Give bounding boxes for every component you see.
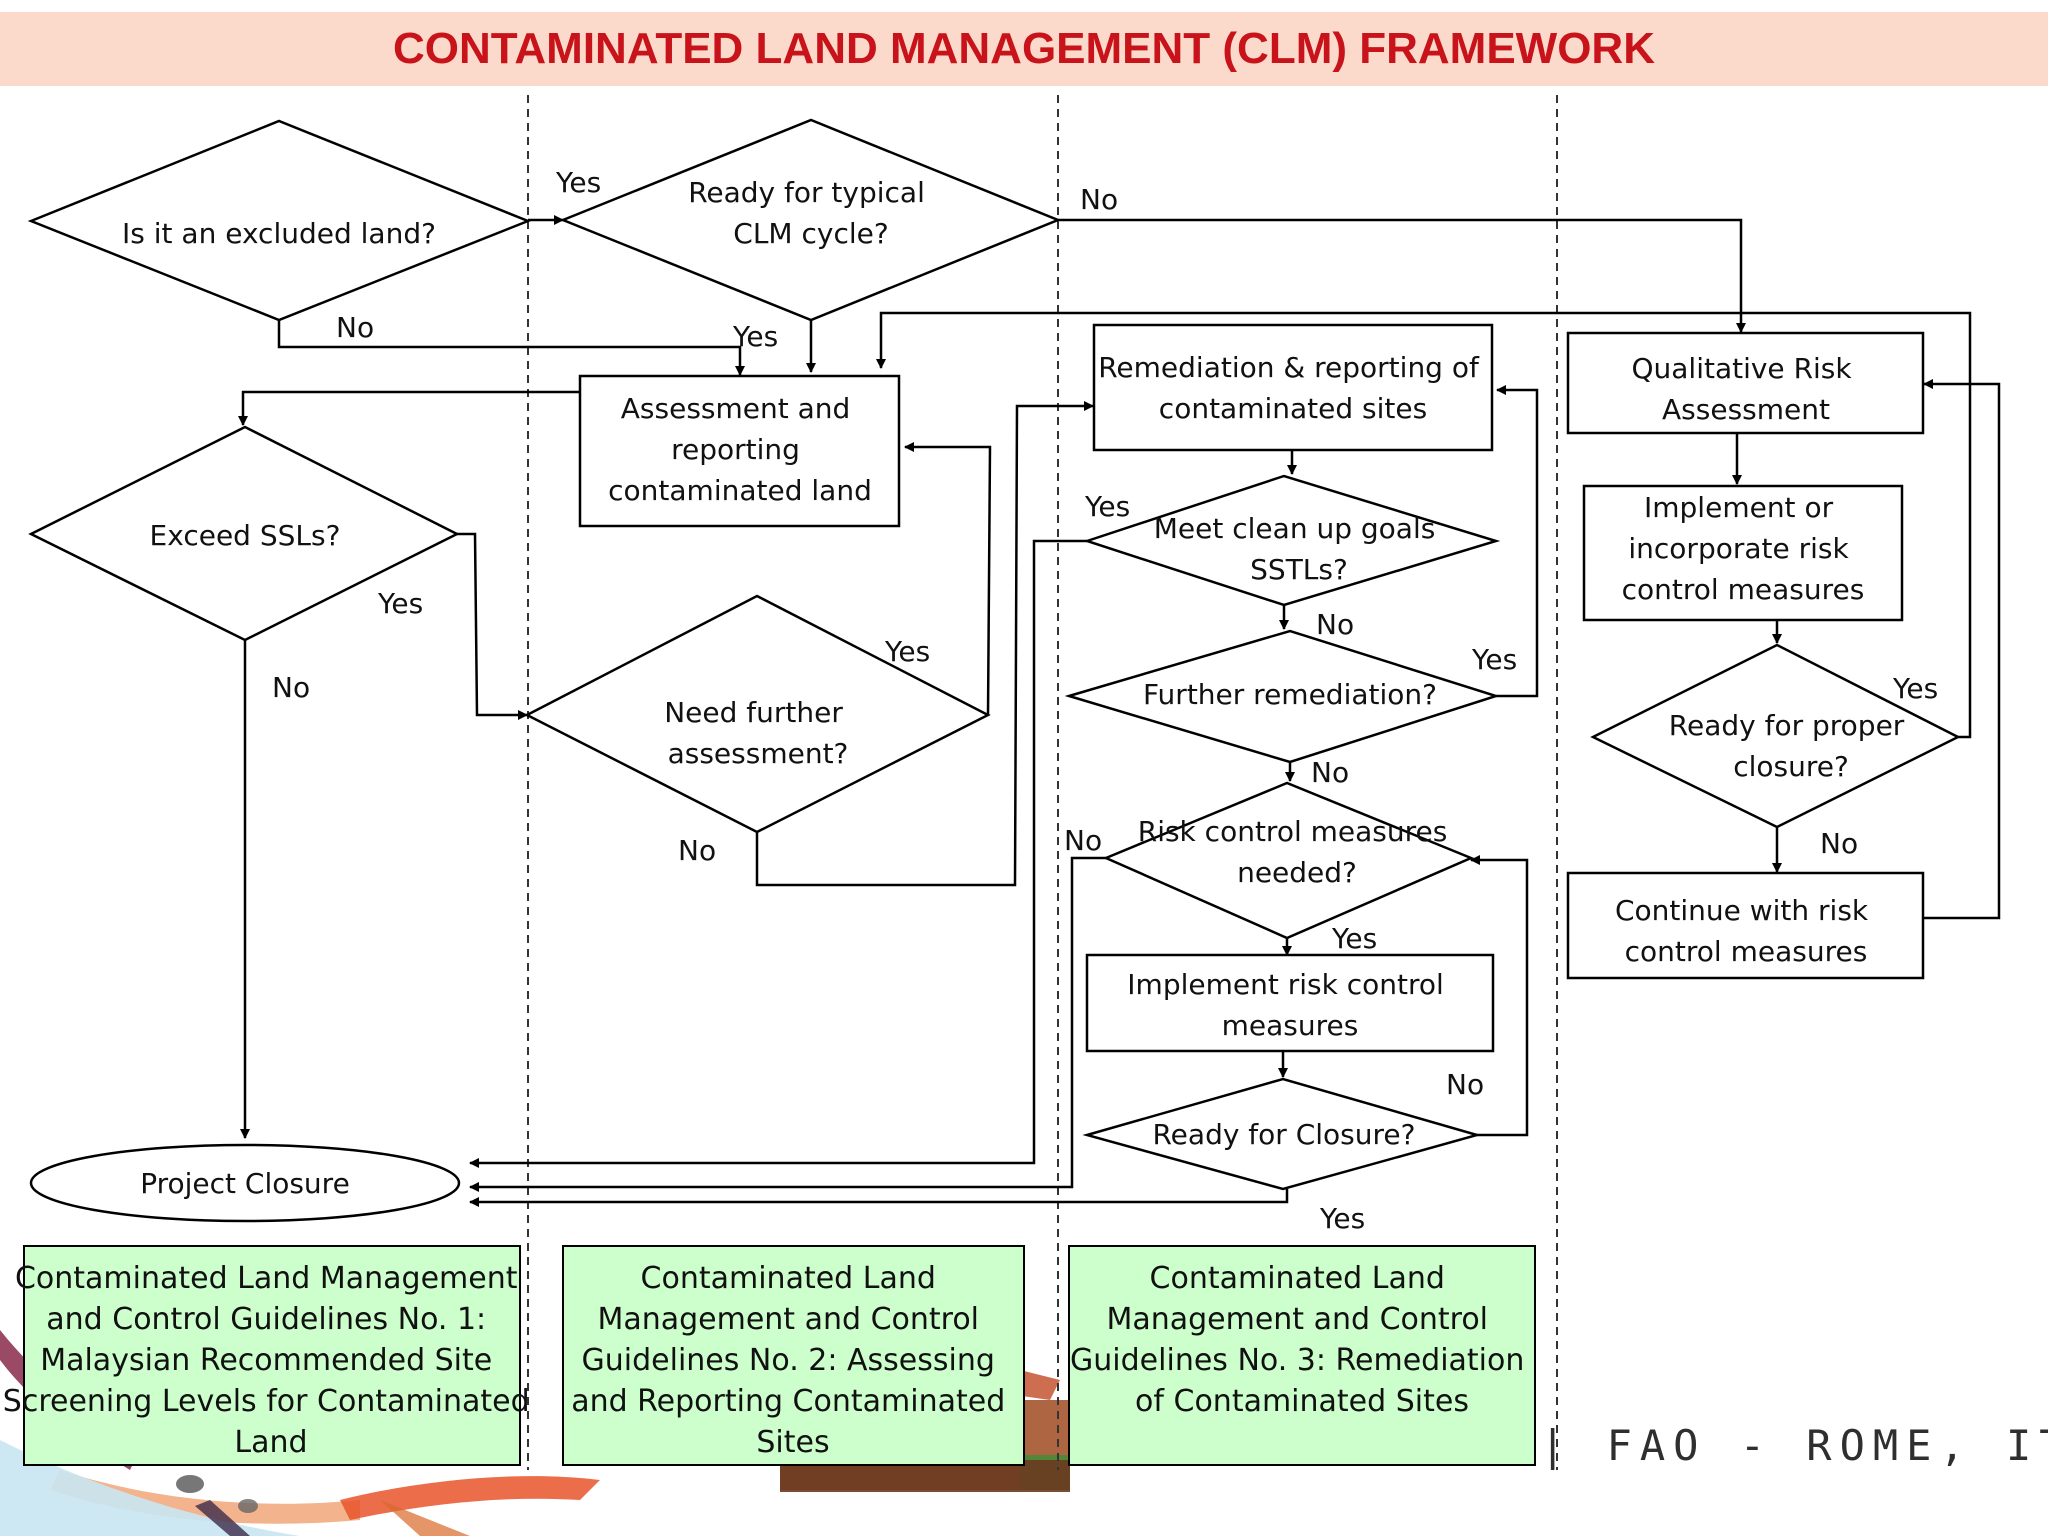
label-exceed-no: No (272, 671, 310, 704)
decision-excluded-land (27, 119, 532, 322)
footer-location: | FAO - ROME, ITALY (1540, 1421, 2048, 1470)
label-meet-no: No (1316, 608, 1354, 641)
guideline-text-1: Contaminated Land Management and Control… (3, 1261, 539, 1460)
text-meet-cleanup-goals: Meet clean up goals SSTLs? (1154, 512, 1444, 586)
decision-need-further-assessment (524, 594, 991, 834)
label-need-further-no: No (678, 834, 716, 867)
page-title: CONTAMINATED LAND MANAGEMENT (CLM) FRAME… (393, 24, 1655, 73)
process-remediation (1092, 323, 1494, 452)
label-proper-yes: Yes (1892, 672, 1938, 705)
process-implement-risk-control (1085, 953, 1495, 1053)
node-texts: Is it an excluded land? Ready for typica… (122, 176, 1913, 1200)
label-further-rem-yes: Yes (1471, 643, 1517, 676)
text-remediation: Remediation & reporting of contaminated … (1098, 351, 1488, 425)
guideline-text-3: Contaminated Land Management and Control… (1070, 1261, 1534, 1419)
edge-further-rem-yes (1496, 385, 1539, 698)
process-implement-incorporate (1582, 484, 1904, 622)
text-assessment: Assessment and reporting contaminated la… (608, 392, 872, 507)
edge-need-further-yes (904, 442, 992, 716)
text-qualitative-risk-assessment: Qualitative Risk Assessment (1631, 352, 1860, 426)
text-implement-risk-control: Implement risk control measures (1127, 968, 1452, 1042)
text-project-closure: Project Closure (140, 1167, 350, 1200)
edge-continue-qualitative (1923, 379, 2001, 920)
edge-proper-yes (876, 311, 1972, 739)
text-ready-proper-closure: Ready for proper closure? (1669, 709, 1913, 783)
label-risk-no: No (1064, 824, 1102, 857)
text-ready-typical-cycle: Ready for typical CLM cycle? (688, 176, 934, 250)
label-excluded-no: No (336, 311, 374, 344)
label-further-rem-no: No (1311, 756, 1349, 789)
decision-ready-proper-closure (1590, 643, 1961, 829)
text-ready-closure: Ready for Closure? (1152, 1118, 1415, 1151)
edge-meet-yes (469, 539, 1087, 1168)
label-risk-yes: Yes (1331, 922, 1377, 955)
edge-risk-no (469, 856, 1106, 1192)
connectors (238, 215, 2001, 1207)
decision-further-remediation (1064, 629, 1501, 764)
terminal-project-closure (29, 1143, 461, 1223)
label-typical-no: No (1080, 183, 1118, 216)
text-implement-incorporate: Implement or incorporate risk control me… (1622, 491, 1865, 606)
decision-ready-closure (1082, 1077, 1482, 1191)
guideline-box-3 (1068, 1245, 1536, 1466)
edge-need-further-no (755, 401, 1094, 887)
text-continue-risk-control: Continue with risk control measures (1615, 894, 1877, 968)
text-risk-control-needed: Risk control measures needed? (1138, 815, 1457, 889)
text-exceed-ssls: Exceed SSLs? (150, 519, 341, 552)
text-further-remediation: Further remediation? (1143, 678, 1437, 711)
label-proper-no: No (1820, 827, 1858, 860)
label-meet-yes: Yes (1084, 490, 1130, 523)
decision-ready-typical-cycle (559, 118, 1062, 322)
guideline-box-1 (23, 1245, 521, 1466)
title-bar: CONTAMINATED LAND MANAGEMENT (CLM) FRAME… (0, 12, 2048, 86)
label-closure-yes: Yes (1319, 1202, 1365, 1235)
decision-risk-control-needed (1102, 781, 1475, 940)
decision-meet-cleanup-goals (1082, 474, 1501, 607)
shapes (27, 118, 1961, 1223)
edge-closure-yes (469, 1189, 1289, 1207)
process-assessment (578, 374, 901, 528)
label-exceed-yes: Yes (377, 587, 423, 620)
guideline-boxes: Contaminated Land Management and Control… (3, 1245, 1536, 1466)
edge-labels: Yes No Yes No Yes No Yes No Yes No Yes N… (272, 166, 1938, 1235)
edge-closure-no (1470, 855, 1529, 1137)
label-closure-no: No (1446, 1068, 1484, 1101)
label-excluded-yes: Yes (555, 166, 601, 199)
column-separators (527, 95, 1558, 1470)
edge-excluded-no (277, 319, 745, 376)
label-typical-yes: Yes (732, 320, 778, 353)
label-need-further-yes: Yes (884, 635, 930, 668)
guideline-text-2: Contaminated Land Management and Control… (571, 1261, 1015, 1460)
edge-assessment-exceed (238, 390, 580, 426)
edge-exceed-yes (457, 532, 528, 720)
decision-exceed-ssls (28, 425, 460, 642)
edge-typical-no (1058, 218, 1746, 333)
text-excluded-land: Is it an excluded land? (122, 217, 436, 250)
text-need-further-assessment: Need further assessment? (664, 696, 852, 770)
guideline-box-2 (562, 1245, 1025, 1466)
process-qualitative-risk-assessment (1566, 331, 1925, 435)
process-continue-risk-control (1566, 871, 1925, 980)
